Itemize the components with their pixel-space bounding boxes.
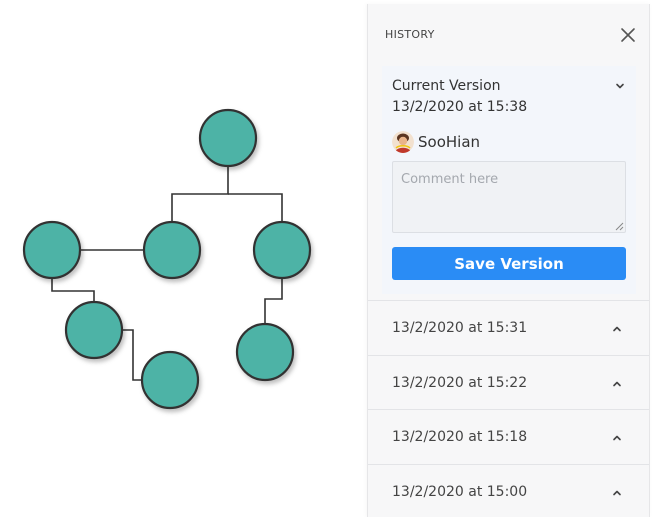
version-date: 13/2/2020 at 15:31 (392, 320, 528, 336)
diagram-connector (228, 193, 283, 222)
expand-version-button[interactable] (611, 487, 623, 499)
username: SooHian (418, 133, 481, 151)
diagram-connector (171, 166, 229, 222)
panel-header: HISTORY (368, 4, 649, 64)
diagram-node[interactable] (142, 220, 202, 280)
chevron-down-icon (616, 83, 624, 89)
user-avatar-icon (392, 131, 414, 153)
close-icon (621, 28, 635, 42)
collapse-current-button[interactable] (614, 80, 626, 92)
diagram-node[interactable] (64, 300, 124, 360)
expand-version-button[interactable] (611, 378, 623, 390)
version-date: 13/2/2020 at 15:18 (392, 429, 528, 445)
chevron-up-icon (613, 381, 621, 386)
chevron-up-icon (613, 326, 621, 332)
current-version-title: Current Version (392, 78, 501, 94)
current-version-card: Current Version 13/2/2020 at 15:38 SooHi… (382, 66, 636, 294)
nodes-layer (22, 108, 312, 410)
version-item[interactable]: 13/2/2020 at 15:00 (368, 463, 649, 517)
version-list: 13/2/2020 at 15:31 13/2/2020 at 15:22 13/2… (368, 300, 649, 517)
close-button[interactable] (617, 24, 639, 46)
chevron-up-icon (613, 490, 621, 495)
diagram-canvas[interactable] (0, 0, 365, 517)
diagram-node[interactable] (22, 220, 82, 280)
diagram-node[interactable] (252, 220, 312, 280)
panel-title: HISTORY (385, 28, 435, 41)
version-date: 13/2/2020 at 15:00 (392, 483, 528, 500)
diagram-node[interactable] (140, 350, 200, 410)
edges-layer (51, 166, 283, 381)
chevron-up-icon (613, 435, 621, 441)
version-item[interactable]: 13/2/2020 at 15:22 (368, 354, 649, 409)
history-panel: HISTORY Current Version 13/2/2020 at 15:… (367, 4, 650, 517)
avatar (392, 131, 414, 153)
version-item[interactable]: 13/2/2020 at 15:18 (368, 409, 649, 464)
user-row: SooHian (392, 130, 480, 154)
diagram-node[interactable] (198, 108, 258, 168)
current-version-date: 13/2/2020 at 15:38 (392, 99, 528, 115)
diagram-node[interactable] (235, 322, 295, 382)
expand-version-button[interactable] (611, 432, 623, 444)
save-version-button[interactable]: Save Version (392, 247, 626, 280)
diagram-connector (122, 329, 142, 381)
version-item[interactable]: 13/2/2020 at 15:31 (368, 300, 649, 355)
expand-version-button[interactable] (611, 323, 623, 335)
diagram-connector (264, 278, 283, 324)
diagram-connector (51, 278, 95, 302)
comment-input[interactable] (392, 161, 626, 233)
version-date: 13/2/2020 at 15:22 (392, 374, 528, 391)
